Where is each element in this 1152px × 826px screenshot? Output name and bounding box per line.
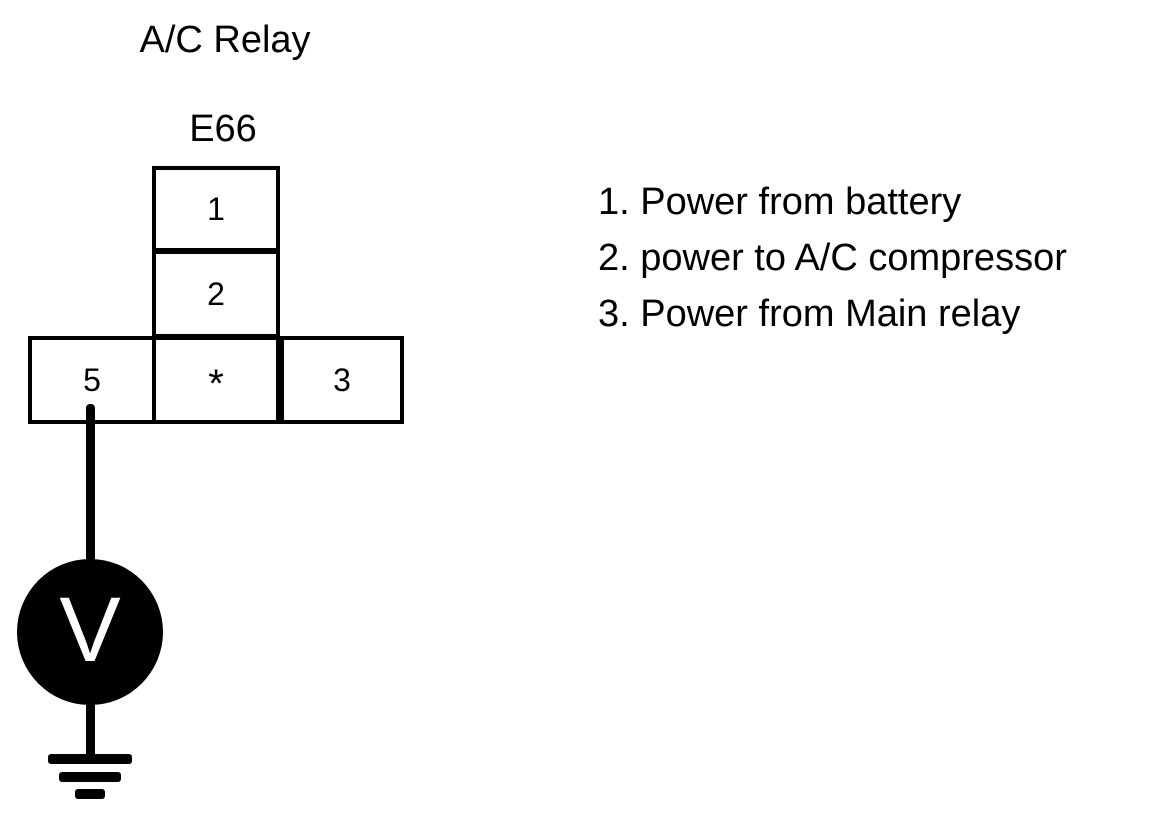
legend-item: 3. Power from Main relay — [598, 293, 1021, 335]
connector-cell-pin-2: 2 — [152, 250, 280, 338]
connector-cell-pin-3: 3 — [280, 336, 404, 424]
pin-asterisk-label: * — [208, 362, 224, 406]
ground-stem — [86, 700, 95, 758]
legend-item: 2. power to A/C compressor — [598, 237, 1067, 279]
test-lead-wire — [86, 404, 95, 564]
page-title: A/C Relay — [139, 19, 311, 61]
pin-number-label: 3 — [333, 362, 351, 398]
legend-item: 1. Power from battery — [598, 181, 962, 223]
voltmeter-letter: V — [59, 579, 121, 681]
pin-number-label: 1 — [207, 191, 225, 227]
connector-cell-pin-1: 1 — [152, 166, 280, 252]
legend-list: 1. Power from battery 2. power to A/C co… — [598, 174, 1138, 342]
ground-bar-small — [75, 789, 105, 799]
connector-cell-pin-star: * — [152, 336, 280, 424]
pin-number-label: 2 — [207, 276, 225, 312]
pin-number-label: 5 — [83, 362, 101, 398]
connector-id-label: E66 — [189, 108, 257, 150]
voltmeter-symbol: V — [17, 559, 163, 705]
ground-bar-large — [48, 754, 132, 764]
ground-bar-medium — [59, 772, 121, 782]
